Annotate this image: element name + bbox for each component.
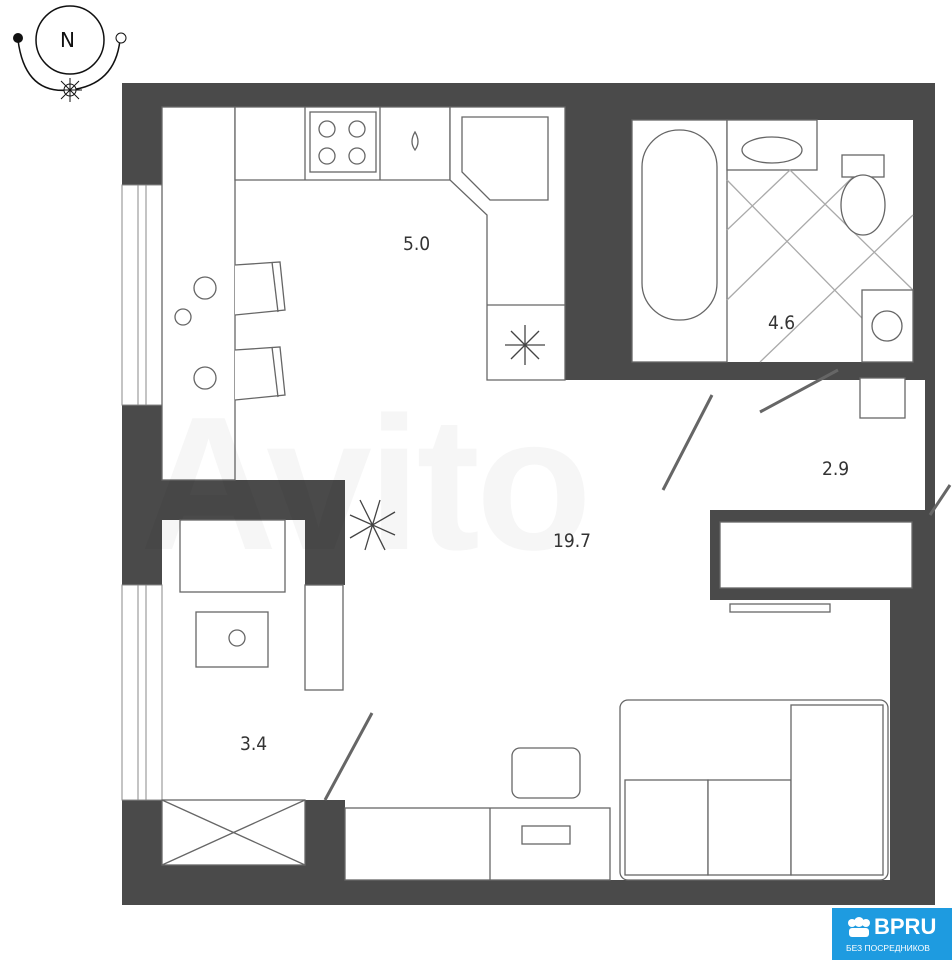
stove-knob-icon bbox=[193, 276, 217, 300]
corner-sink-icon bbox=[461, 116, 549, 201]
bar-stool-2 bbox=[234, 346, 286, 401]
room-area-hallway: 2.9 bbox=[822, 458, 850, 480]
bathroom-fixtures bbox=[631, 119, 914, 419]
desk-chair bbox=[511, 747, 581, 799]
fridge-snowflake-icon bbox=[505, 325, 545, 365]
main-floor bbox=[162, 107, 925, 880]
bar-stool-1 bbox=[234, 261, 286, 316]
entry-furniture bbox=[161, 519, 344, 866]
window-kitchen bbox=[121, 184, 163, 406]
armchair bbox=[179, 519, 286, 593]
room-area-entry: 3.4 bbox=[240, 733, 268, 755]
washbasin-icon bbox=[741, 136, 803, 164]
door-entry bbox=[323, 712, 374, 801]
door-balcony bbox=[928, 484, 952, 516]
door-bathroom bbox=[661, 394, 714, 491]
living-furniture bbox=[344, 699, 889, 881]
logo-subtitle: БЕЗ ПОСРЕДНИКОВ bbox=[846, 943, 930, 953]
compass-icon bbox=[13, 5, 127, 102]
door-2 bbox=[759, 368, 839, 414]
tv bbox=[729, 603, 831, 613]
watermark: Avito bbox=[140, 375, 588, 593]
sun-icon bbox=[58, 78, 82, 102]
people-icon bbox=[848, 917, 870, 937]
wardrobe bbox=[719, 521, 913, 613]
window-room bbox=[121, 584, 163, 801]
cooktop-icon bbox=[309, 111, 377, 173]
room-area-living: 19.7 bbox=[553, 530, 592, 552]
toilet-icon bbox=[840, 174, 886, 236]
boiler bbox=[859, 377, 906, 419]
logo-title: BPRU bbox=[874, 914, 937, 939]
water-drop-icon bbox=[411, 130, 419, 152]
laptop bbox=[521, 825, 571, 845]
cabinet bbox=[304, 584, 344, 691]
kitchen-furniture bbox=[161, 106, 566, 481]
compass-north-label: N bbox=[60, 28, 75, 52]
doors bbox=[323, 368, 952, 801]
room-area-bathroom: 4.6 bbox=[768, 312, 796, 334]
bpru-logo: BPRU БЕЗ ПОСРЕДНИКОВ bbox=[832, 908, 952, 960]
toilet-tank bbox=[841, 154, 885, 178]
bathtub-inner bbox=[641, 129, 718, 321]
washer-drum-icon bbox=[871, 310, 903, 342]
room-area-kitchen: 5.0 bbox=[403, 233, 431, 255]
plant-icon bbox=[349, 499, 396, 551]
